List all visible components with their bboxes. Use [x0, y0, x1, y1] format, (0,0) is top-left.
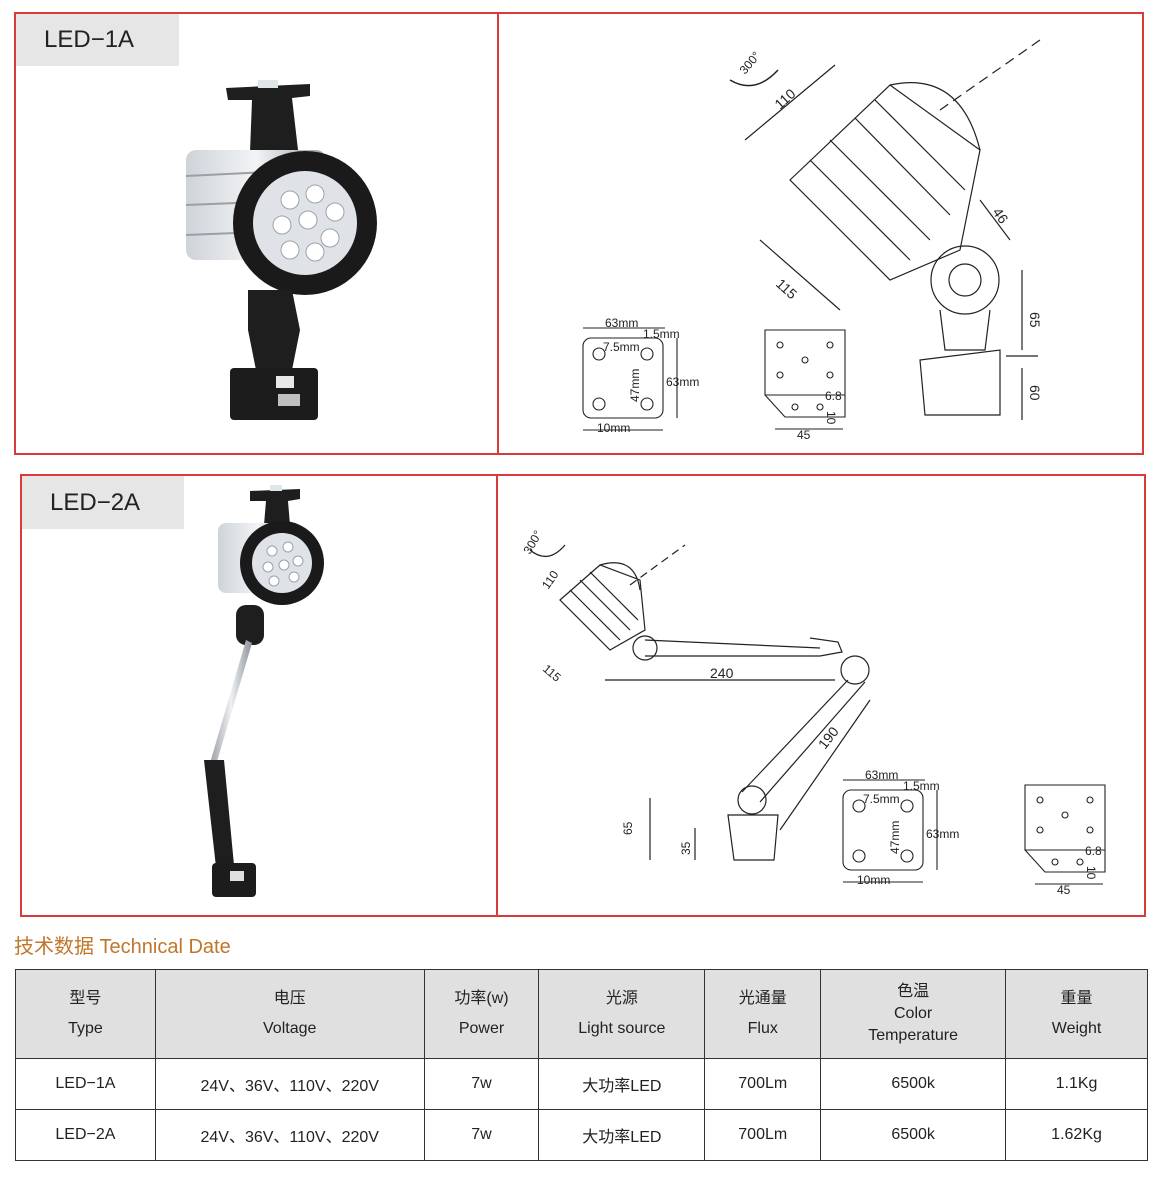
- upper-arm-label: 240: [710, 665, 734, 681]
- hole-offset-label: 7.5mm: [863, 792, 900, 806]
- plate-edge-label: 1.5mm: [643, 327, 680, 341]
- head-diameter-label: 115: [773, 275, 800, 302]
- head-length-label: 110: [771, 85, 798, 112]
- bracket-thickness-label: 6.8: [1085, 844, 1102, 858]
- head-diameter-label: 115: [540, 662, 564, 685]
- bracket-width-label: 45: [1057, 883, 1071, 897]
- cell-light-source: 大功率LED: [538, 1109, 706, 1161]
- lower-arm-label: 190: [815, 723, 842, 751]
- panel-divider: [497, 13, 499, 454]
- bracket-thickness-label: 6.8: [825, 389, 842, 403]
- neck-label: 46: [990, 205, 1012, 227]
- mounting-plate-led-1a: 63mm 1.5mm 7.5mm 47mm 63mm 10mm: [582, 316, 699, 435]
- plate-edge-label: 1.5mm: [903, 779, 940, 793]
- hole-spacing-label: 47mm: [628, 369, 642, 402]
- joint-height-label: 65: [1027, 312, 1043, 328]
- head-length-label: 110: [539, 568, 562, 592]
- cell-color-temperature: 6500k: [820, 1058, 1007, 1110]
- cell-power: 7w: [423, 1058, 540, 1110]
- model-tag: LED−2A: [22, 476, 184, 529]
- cell-light-source: 大功率LED: [538, 1058, 706, 1110]
- base-height-label: 60: [1027, 385, 1043, 401]
- cell-voltage: 24V、36V、110V、220V: [154, 1058, 425, 1110]
- mounting-bracket-led-2a: 6.8 10 45: [1024, 784, 1106, 897]
- cell-weight: 1.1Kg: [1005, 1058, 1148, 1110]
- product-panel-led-2a: [20, 474, 1146, 917]
- hole-spacing-label: 47mm: [888, 821, 902, 854]
- bracket-width-label: 45: [797, 428, 811, 442]
- bracket-edge-label: 10: [824, 411, 838, 425]
- cell-voltage: 24V、36V、110V、220V: [154, 1109, 425, 1161]
- model-tag: LED−1A: [16, 14, 179, 66]
- plate-width-label: 63mm: [605, 316, 638, 330]
- product-photo-led-2a: [204, 485, 324, 897]
- rotation-label: 300°: [737, 49, 764, 77]
- header-power: 功率(w)Power: [423, 969, 540, 1059]
- cell-type: LED−2A: [15, 1109, 156, 1161]
- bracket-edge-label: 10: [1084, 866, 1098, 880]
- technical-drawing-led-1a: 300° 110 115 46 65 60: [729, 39, 1043, 420]
- cell-flux: 700Lm: [704, 1109, 822, 1161]
- section-title: 技术数据 Technical Date: [14, 936, 231, 958]
- base-total-label: 65: [621, 821, 635, 835]
- technical-drawing-led-2a: 300° 110 115 240 190 65 35: [520, 528, 871, 861]
- cell-type: LED−1A: [15, 1058, 156, 1110]
- mounting-bracket-led-1a: 6.8 10 45: [764, 329, 846, 442]
- base-height-label: 35: [679, 841, 693, 855]
- table-row: LED−2A 24V、36V、110V、220V 7w 大功率LED 700Lm…: [15, 1109, 1148, 1161]
- plate-width-label: 63mm: [865, 768, 898, 782]
- product-photo-led-1a: [185, 80, 377, 420]
- hole-margin-label: 10mm: [857, 873, 890, 887]
- plate-height-label: 63mm: [926, 827, 959, 841]
- cell-flux: 700Lm: [704, 1058, 822, 1110]
- cell-weight: 1.62Kg: [1005, 1109, 1148, 1161]
- plate-height-label: 63mm: [666, 375, 699, 389]
- mounting-plate-led-2a: 63mm 1.5mm 7.5mm 47mm 63mm 10mm: [842, 768, 959, 887]
- panel-divider: [496, 475, 498, 916]
- hole-margin-label: 10mm: [597, 421, 630, 435]
- cell-color-temperature: 6500k: [820, 1109, 1007, 1161]
- product-panel-led-1a: [14, 12, 1144, 455]
- rotation-label: 300°: [520, 528, 545, 557]
- cell-power: 7w: [423, 1109, 540, 1161]
- table-row: LED−1A 24V、36V、110V、220V 7w 大功率LED 700Lm…: [15, 1058, 1148, 1110]
- hole-offset-label: 7.5mm: [603, 340, 640, 354]
